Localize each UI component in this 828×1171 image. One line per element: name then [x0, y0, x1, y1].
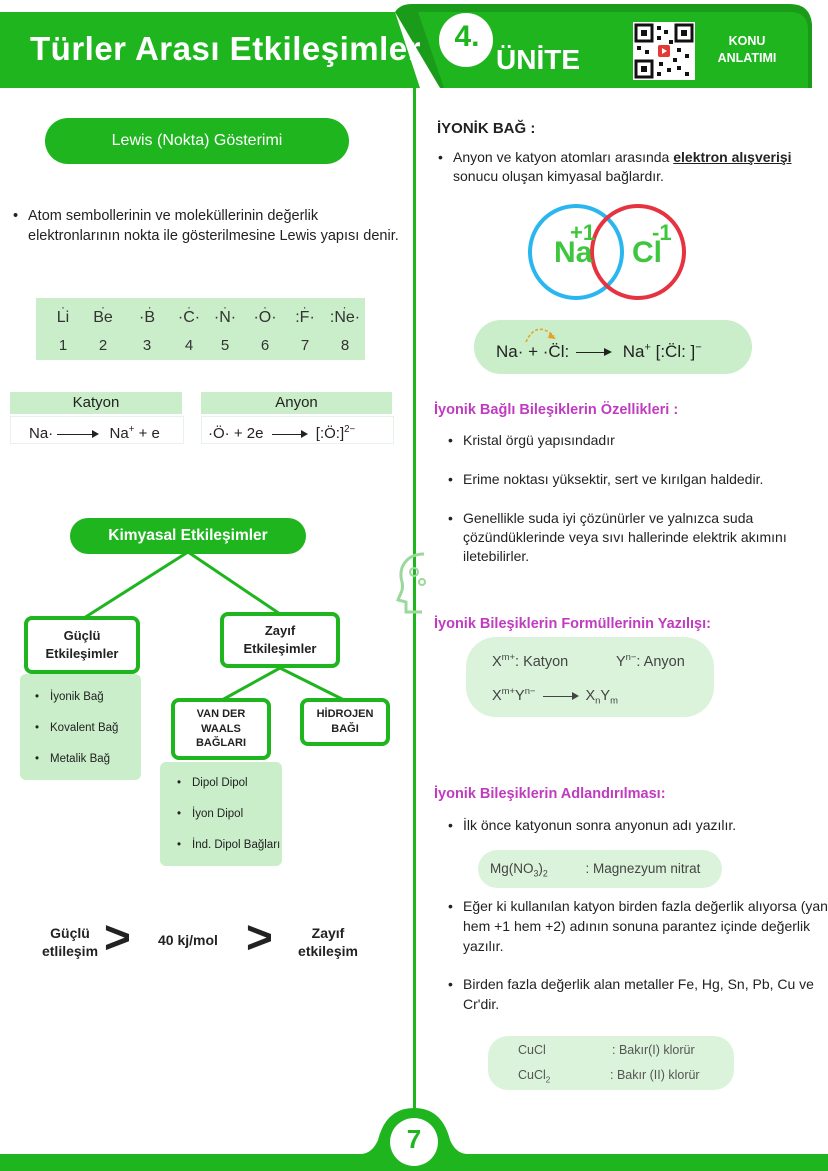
- katyon-header: Katyon: [10, 392, 182, 414]
- naming-item-1: İlk önce katyonun sonra anyonun adı yazı…: [447, 816, 819, 835]
- lewis-number: 2: [98, 337, 108, 354]
- strong-item: İyonik Bağ: [35, 682, 118, 713]
- lewis-symbol: :·F·: [295, 300, 315, 326]
- lewis-number: 6: [260, 337, 270, 354]
- vdw-list: Dipol Dipolİyon Dipolİnd. Dipol Bağları: [160, 762, 282, 866]
- lewis-number: 7: [300, 337, 310, 354]
- page-number: 7: [406, 1124, 422, 1154]
- lewis-number: 3: [142, 337, 152, 354]
- naming-item-2: Eğer ki kullanılan katyon birden fazla d…: [447, 896, 828, 956]
- strong-item: Metalik Bağ: [35, 744, 118, 775]
- vdw-box: VAN DER WAALS BAĞLARI: [171, 698, 271, 760]
- unit-label: ÜNİTE: [496, 44, 580, 75]
- na-charge: +1: [570, 220, 596, 245]
- weak-box: Zayıf Etkileşimler: [220, 612, 340, 668]
- ionic-definition: Anyon ve katyon atomları arasında elektr…: [437, 148, 793, 186]
- compare-sign-1: >: [104, 911, 131, 963]
- cu-name-1: : Bakır(I) klorür: [612, 1043, 695, 1057]
- na-symbol: Na: [554, 236, 593, 269]
- hbond-box: HİDROJEN BAĞI: [300, 698, 390, 746]
- ionic-equation: Na· + ·C̈l: Na+ [:C̈l: ]−: [474, 320, 752, 374]
- cu-examples: CuCl : Bakır(I) klorür CuCl2 : Bakır (II…: [488, 1036, 734, 1090]
- lewis-text: Atom sembollerinin ve moleküllerinin değ…: [12, 206, 413, 246]
- diagram-title: Kimyasal Etkileşimler: [70, 518, 306, 554]
- strong-item: Kovalent Bağ: [35, 713, 119, 744]
- footer-bar: [0, 1108, 828, 1171]
- lewis-number: 5: [220, 337, 230, 354]
- strong-list: İyonik BağKovalent BağMetalik Bağ: [20, 674, 141, 780]
- katyon-equation: Na· Na+ + e: [10, 416, 184, 444]
- lewis-symbol: ·Li: [56, 300, 70, 326]
- diagram-lines: [83, 550, 345, 702]
- vdw-item: İyon Dipol: [177, 799, 280, 830]
- cl-symbol: Cl: [632, 236, 662, 269]
- anyon-header: Anyon: [201, 392, 392, 414]
- cl-charge: -1: [652, 220, 672, 245]
- lewis-symbols: ·Li 1 ·Be 2 ··B 3 ··C· 4 ··N· 5 ··O· 6 :·F· 7 :·Ne· 8: [36, 300, 365, 357]
- cu-name-2: : Bakır (II) klorür: [610, 1068, 700, 1082]
- ion-circles: [528, 204, 686, 300]
- lewis-symbol: ··B: [139, 300, 155, 326]
- compare-sign-2: >: [246, 911, 273, 963]
- lewis-number: 8: [340, 337, 350, 354]
- strong-box: Güçlü Etkileşimler: [24, 616, 140, 674]
- lewis-symbol: ·Be: [93, 300, 113, 326]
- props-list: Kristal örgü yapısındadırErime noktası y…: [447, 431, 819, 586]
- compare-strong: Güçlü etlileşim: [41, 925, 99, 959]
- vdw-item: İnd. Dipol Bağları: [177, 830, 280, 861]
- head-icon: [396, 552, 426, 614]
- lewis-pill: Lewis (Nokta) Gösterimi: [45, 118, 349, 164]
- formula-box: Xm+: Katyon Yn−: Anyon Xm+Yn− XnYm: [466, 637, 714, 717]
- naming-item-3: Birden fazla değerlik alan metaller Fe, …: [447, 974, 819, 1014]
- lewis-table: [36, 298, 365, 360]
- compare-weak: Zayıf etkileşim: [298, 925, 358, 959]
- ionic-title: İYONİK BAĞ :: [437, 120, 536, 137]
- compare-value: 40 kj/mol: [158, 932, 218, 948]
- lewis-number: 4: [184, 337, 194, 354]
- formula-title: İyonik Bileşiklerin Formüllerinin Yazılı…: [434, 616, 711, 632]
- lewis-symbol: ··C·: [177, 300, 201, 326]
- property-item: Erime noktası yüksektir, sert ve kırılga…: [448, 470, 819, 489]
- vdw-item: Dipol Dipol: [177, 768, 280, 799]
- props-title: İyonik Bağlı Bileşiklerin Özellikleri :: [434, 402, 679, 418]
- qr-code[interactable]: [633, 22, 695, 80]
- property-item: Kristal örgü yapısındadır: [448, 431, 819, 450]
- header-shape: [0, 4, 812, 88]
- center-divider: [413, 88, 416, 1123]
- lewis-number: 1: [58, 337, 68, 354]
- property-item: Genellikle suda iyi çözünürler ve yalnız…: [448, 509, 819, 566]
- lewis-symbol: ··O·: [253, 300, 277, 326]
- unit-number: 4.: [454, 20, 480, 53]
- mg-example: Mg(NO3)2 : Magnezyum nitrat: [478, 850, 722, 888]
- anyon-equation: ·Ö· + 2e [:Ö:]2−: [201, 416, 394, 444]
- header-title: Türler Arası Etkileşimler: [30, 30, 421, 67]
- electron-arrow: [525, 328, 556, 343]
- lewis-symbol: ··N·: [213, 300, 237, 326]
- lewis-symbol: :·Ne·: [329, 300, 361, 326]
- konu-anlatimi: KONU ANLATIMI: [717, 34, 777, 65]
- naming-title: İyonik Bileşiklerin Adlandırılması:: [434, 786, 666, 802]
